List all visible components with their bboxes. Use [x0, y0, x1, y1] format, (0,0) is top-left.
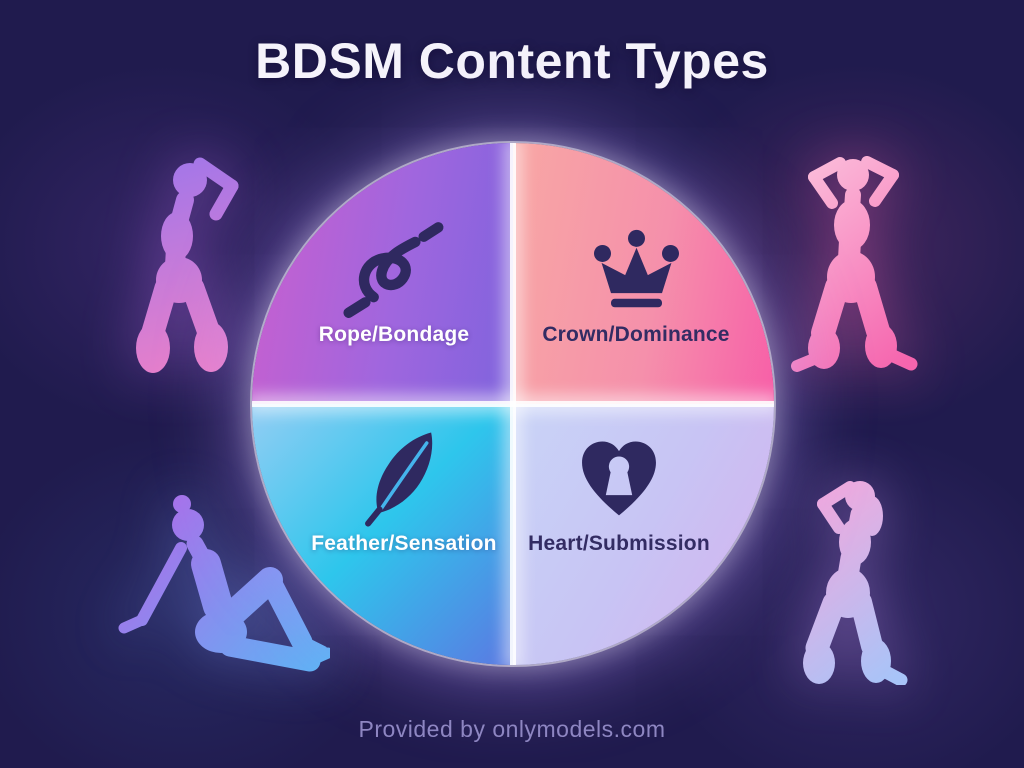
sector-heart-submission: Heart/Submission: [522, 428, 716, 556]
feather-icon: [365, 432, 433, 527]
sector-feather-sensation: Feather/Sensation: [304, 428, 504, 556]
divider-horizontal: [252, 401, 774, 407]
quadrant-label-rope-bondage: Rope/Bondage: [318, 323, 470, 346]
sector-rope-bondage: Rope/Bondage: [299, 219, 489, 347]
silhouette-top-right: [791, 156, 918, 372]
content-wheel: Rope/Bondage Crown/Dominance Feather: [252, 143, 774, 665]
quadrant-label-crown-dominance: Crown/Dominance: [542, 323, 730, 346]
footer-credit: Provided by onlymodels.com: [358, 716, 666, 742]
heart-lock-icon: [582, 441, 656, 516]
quadrant-label-feather-sensation: Feather/Sensation: [311, 532, 497, 555]
silhouette-bottom-right: [803, 481, 908, 685]
knot-icon: [342, 222, 443, 318]
silhouette-top-left: [136, 157, 239, 373]
sector-crown-dominance: Crown/Dominance: [539, 219, 733, 347]
crown-icon: [593, 229, 679, 307]
quadrant-label-heart-submission: Heart/Submission: [528, 532, 710, 555]
page-title: BDSM Content Types: [255, 33, 769, 89]
quadrant-feather-sensation: [252, 404, 513, 665]
